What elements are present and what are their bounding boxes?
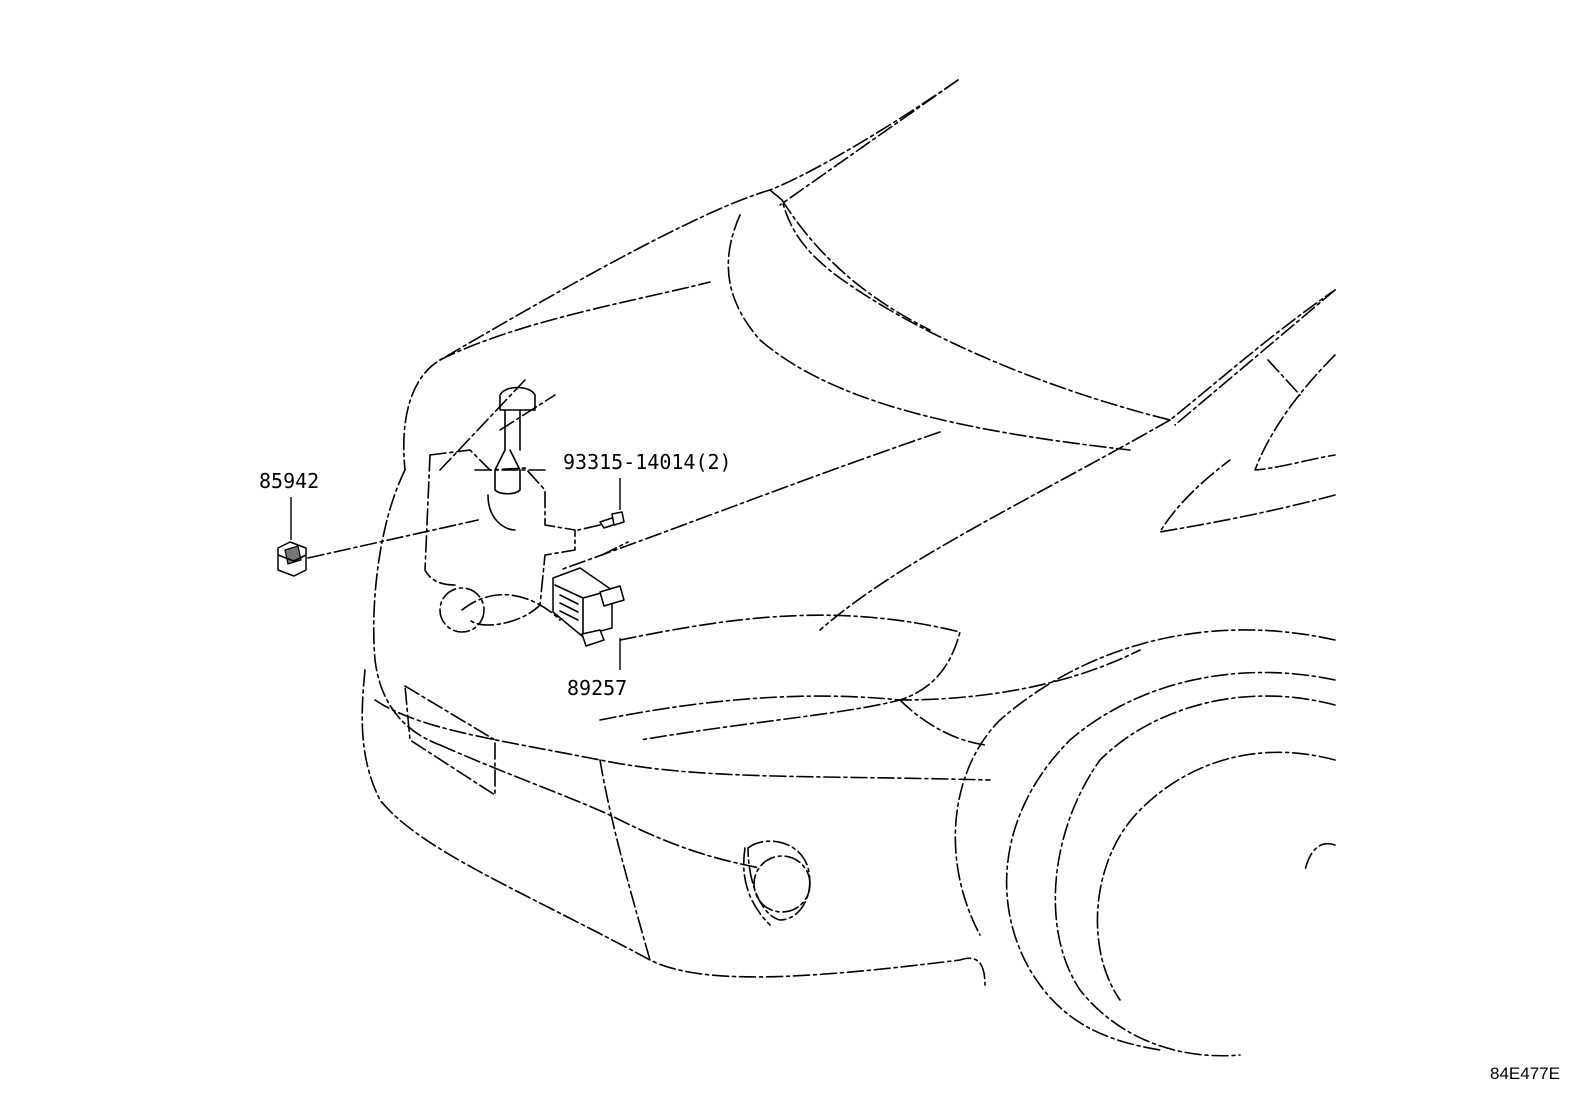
front-wheel <box>1054 695 1336 1057</box>
headlamp-area <box>559 431 986 746</box>
bolt-93315 <box>599 511 625 529</box>
diagram-reference-code: 84E477E <box>1490 1064 1560 1083</box>
leader-lines <box>290 478 629 670</box>
callout-part-93315[interactable]: 93315-14014(2) <box>563 450 732 474</box>
license-plate-outline <box>404 685 496 796</box>
hood-outline <box>402 79 1336 471</box>
fog-lamp <box>742 840 811 926</box>
washer-tank-phantom <box>424 379 576 633</box>
relay-85942 <box>277 541 307 577</box>
front-bumper <box>361 469 991 986</box>
washer-filler-neck <box>487 386 536 531</box>
callout-part-89257[interactable]: 89257 <box>567 676 628 700</box>
module-89257 <box>552 567 625 647</box>
callout-part-85942[interactable]: 85942 <box>259 469 320 493</box>
windshield-pillar <box>1159 289 1336 533</box>
